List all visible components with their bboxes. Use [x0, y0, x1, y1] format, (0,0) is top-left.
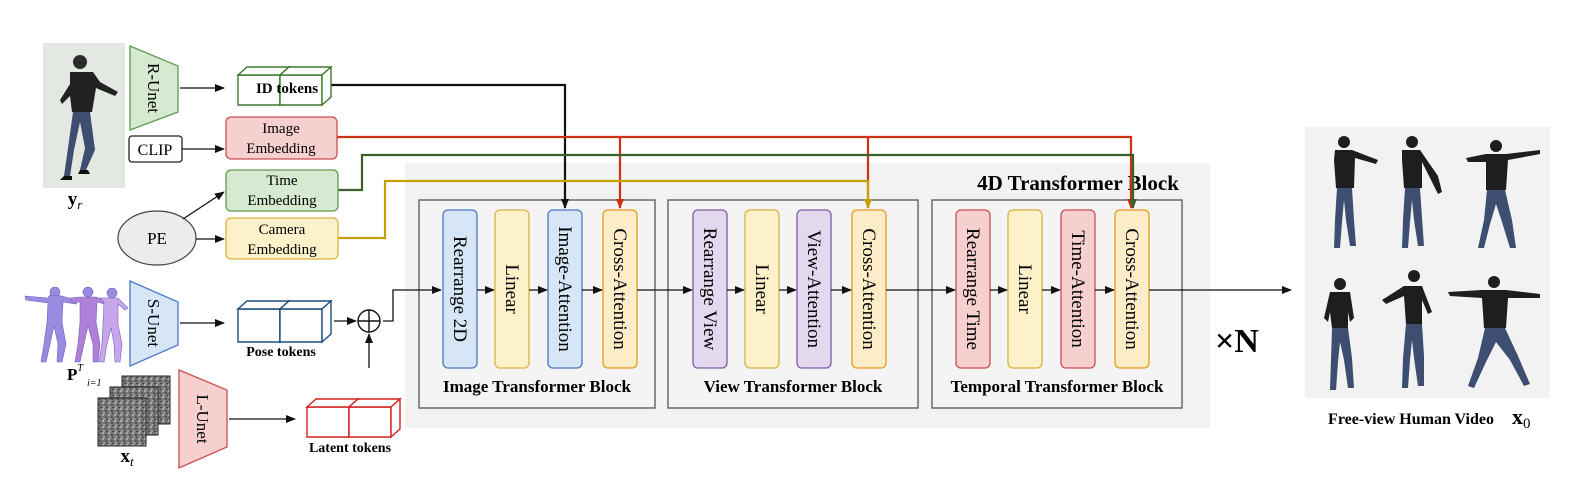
view-block-layers: Rearrange View Linear View-Attention Cro…	[692, 209, 887, 369]
linear-layer-2	[744, 209, 780, 369]
view-attention-layer	[796, 209, 832, 369]
cross-attention-layer-3	[1114, 209, 1150, 369]
latent-noise-stack	[97, 375, 171, 447]
rearrange-time-label: Rearrange Time	[962, 228, 983, 350]
cross-attention-label-3: Cross-Attention	[1121, 228, 1142, 350]
output-frame-1	[1334, 136, 1378, 248]
camera-embedding-box	[225, 217, 339, 260]
cross-attention-layer-1	[602, 209, 638, 369]
pe-label: PE	[147, 229, 167, 248]
latent-tokens-label: Latent tokens	[309, 441, 392, 456]
camera-embedding-label-2: Embedding	[247, 242, 317, 258]
repeat-label: ×N	[1215, 323, 1259, 360]
temporal-block-title: Temporal Transformer Block	[951, 377, 1164, 396]
image-embedding-label-2: Embedding	[246, 141, 316, 157]
pose-sequence-image	[24, 286, 129, 363]
latent-tokens-cubes	[305, 397, 402, 439]
time-attention-layer	[1060, 209, 1096, 369]
output-var-label: x0	[1512, 404, 1531, 432]
output-frame-5	[1382, 270, 1432, 388]
time-attention-label: Time-Attention	[1067, 230, 1088, 348]
clip-label: CLIP	[138, 142, 173, 159]
output-frame-2	[1402, 136, 1442, 248]
output-video-panel	[1305, 127, 1550, 398]
image-attention-label: Image-Attention	[554, 226, 575, 352]
id-tokens-line	[322, 83, 569, 209]
output-frame-4	[1324, 278, 1354, 390]
reference-image	[43, 43, 125, 188]
linear-label-2: Linear	[751, 264, 772, 314]
s-unet-block	[129, 280, 179, 367]
cross-attention-label-2: Cross-Attention	[858, 228, 879, 350]
rearrange-2d-label: Rearrange 2D	[449, 236, 470, 342]
pe-time-arrow	[182, 191, 225, 220]
pose-sub-label: i=1	[87, 378, 102, 389]
latent-label: xt	[120, 446, 134, 469]
output-frame-6	[1448, 276, 1540, 388]
r-unet-label: R-Unet	[144, 63, 163, 113]
linear-label-3: Linear	[1014, 264, 1035, 314]
camera-embedding-label-1: Camera	[259, 222, 306, 238]
linear-layer-3	[1007, 209, 1043, 369]
view-attention-label: View-Attention	[803, 230, 824, 349]
ref-image-label: yr	[68, 189, 84, 212]
r-unet-block	[129, 45, 179, 131]
id-tokens-cubes	[236, 65, 333, 107]
main-flow-arrows	[383, 286, 1292, 322]
image-block-layers: Rearrange 2D Linear Image-Attention Cros…	[442, 209, 638, 369]
image-embedding-line	[337, 135, 1135, 209]
temporal-block-layers: Rearrange Time Linear Time-Attention Cro…	[955, 209, 1150, 369]
4d-transformer-title: 4D Transformer Block	[977, 171, 1179, 195]
image-attention-layer	[547, 209, 583, 369]
time-embedding-line	[338, 153, 1137, 209]
output-label: Free-view Human Video	[1328, 411, 1494, 428]
time-embedding-box	[225, 169, 339, 212]
linear-label-1: Linear	[501, 264, 522, 314]
rearrange-2d-layer	[442, 209, 478, 369]
l-unet-label: L-Unet	[193, 394, 212, 443]
pose-tokens-cubes	[236, 299, 333, 344]
id-tokens-label: ID tokens	[256, 81, 318, 97]
view-block-title: View Transformer Block	[704, 377, 883, 396]
pose-label: PT	[67, 363, 84, 384]
camera-embedding-line	[338, 179, 872, 240]
pe-ellipse	[117, 210, 197, 266]
output-frame-3	[1466, 140, 1540, 248]
rearrange-time-layer	[955, 209, 991, 369]
l-unet-block	[178, 369, 228, 469]
rearrange-view-label: Rearrange View	[699, 228, 720, 351]
image-block-title: Image Transformer Block	[443, 377, 631, 396]
s-unet-label: S-Unet	[144, 299, 163, 347]
sum-operator-icon	[357, 309, 381, 333]
time-embedding-label-2: Embedding	[247, 193, 317, 209]
linear-layer-1	[494, 209, 530, 369]
rearrange-view-layer	[692, 209, 728, 369]
image-embedding-box	[225, 116, 338, 160]
cross-attention-label-1: Cross-Attention	[609, 228, 630, 350]
time-embedding-label-1: Time	[266, 173, 297, 189]
pose-tokens-label: Pose tokens	[246, 345, 316, 360]
cross-attention-layer-2	[851, 209, 887, 369]
image-embedding-label-1: Image	[262, 121, 300, 137]
